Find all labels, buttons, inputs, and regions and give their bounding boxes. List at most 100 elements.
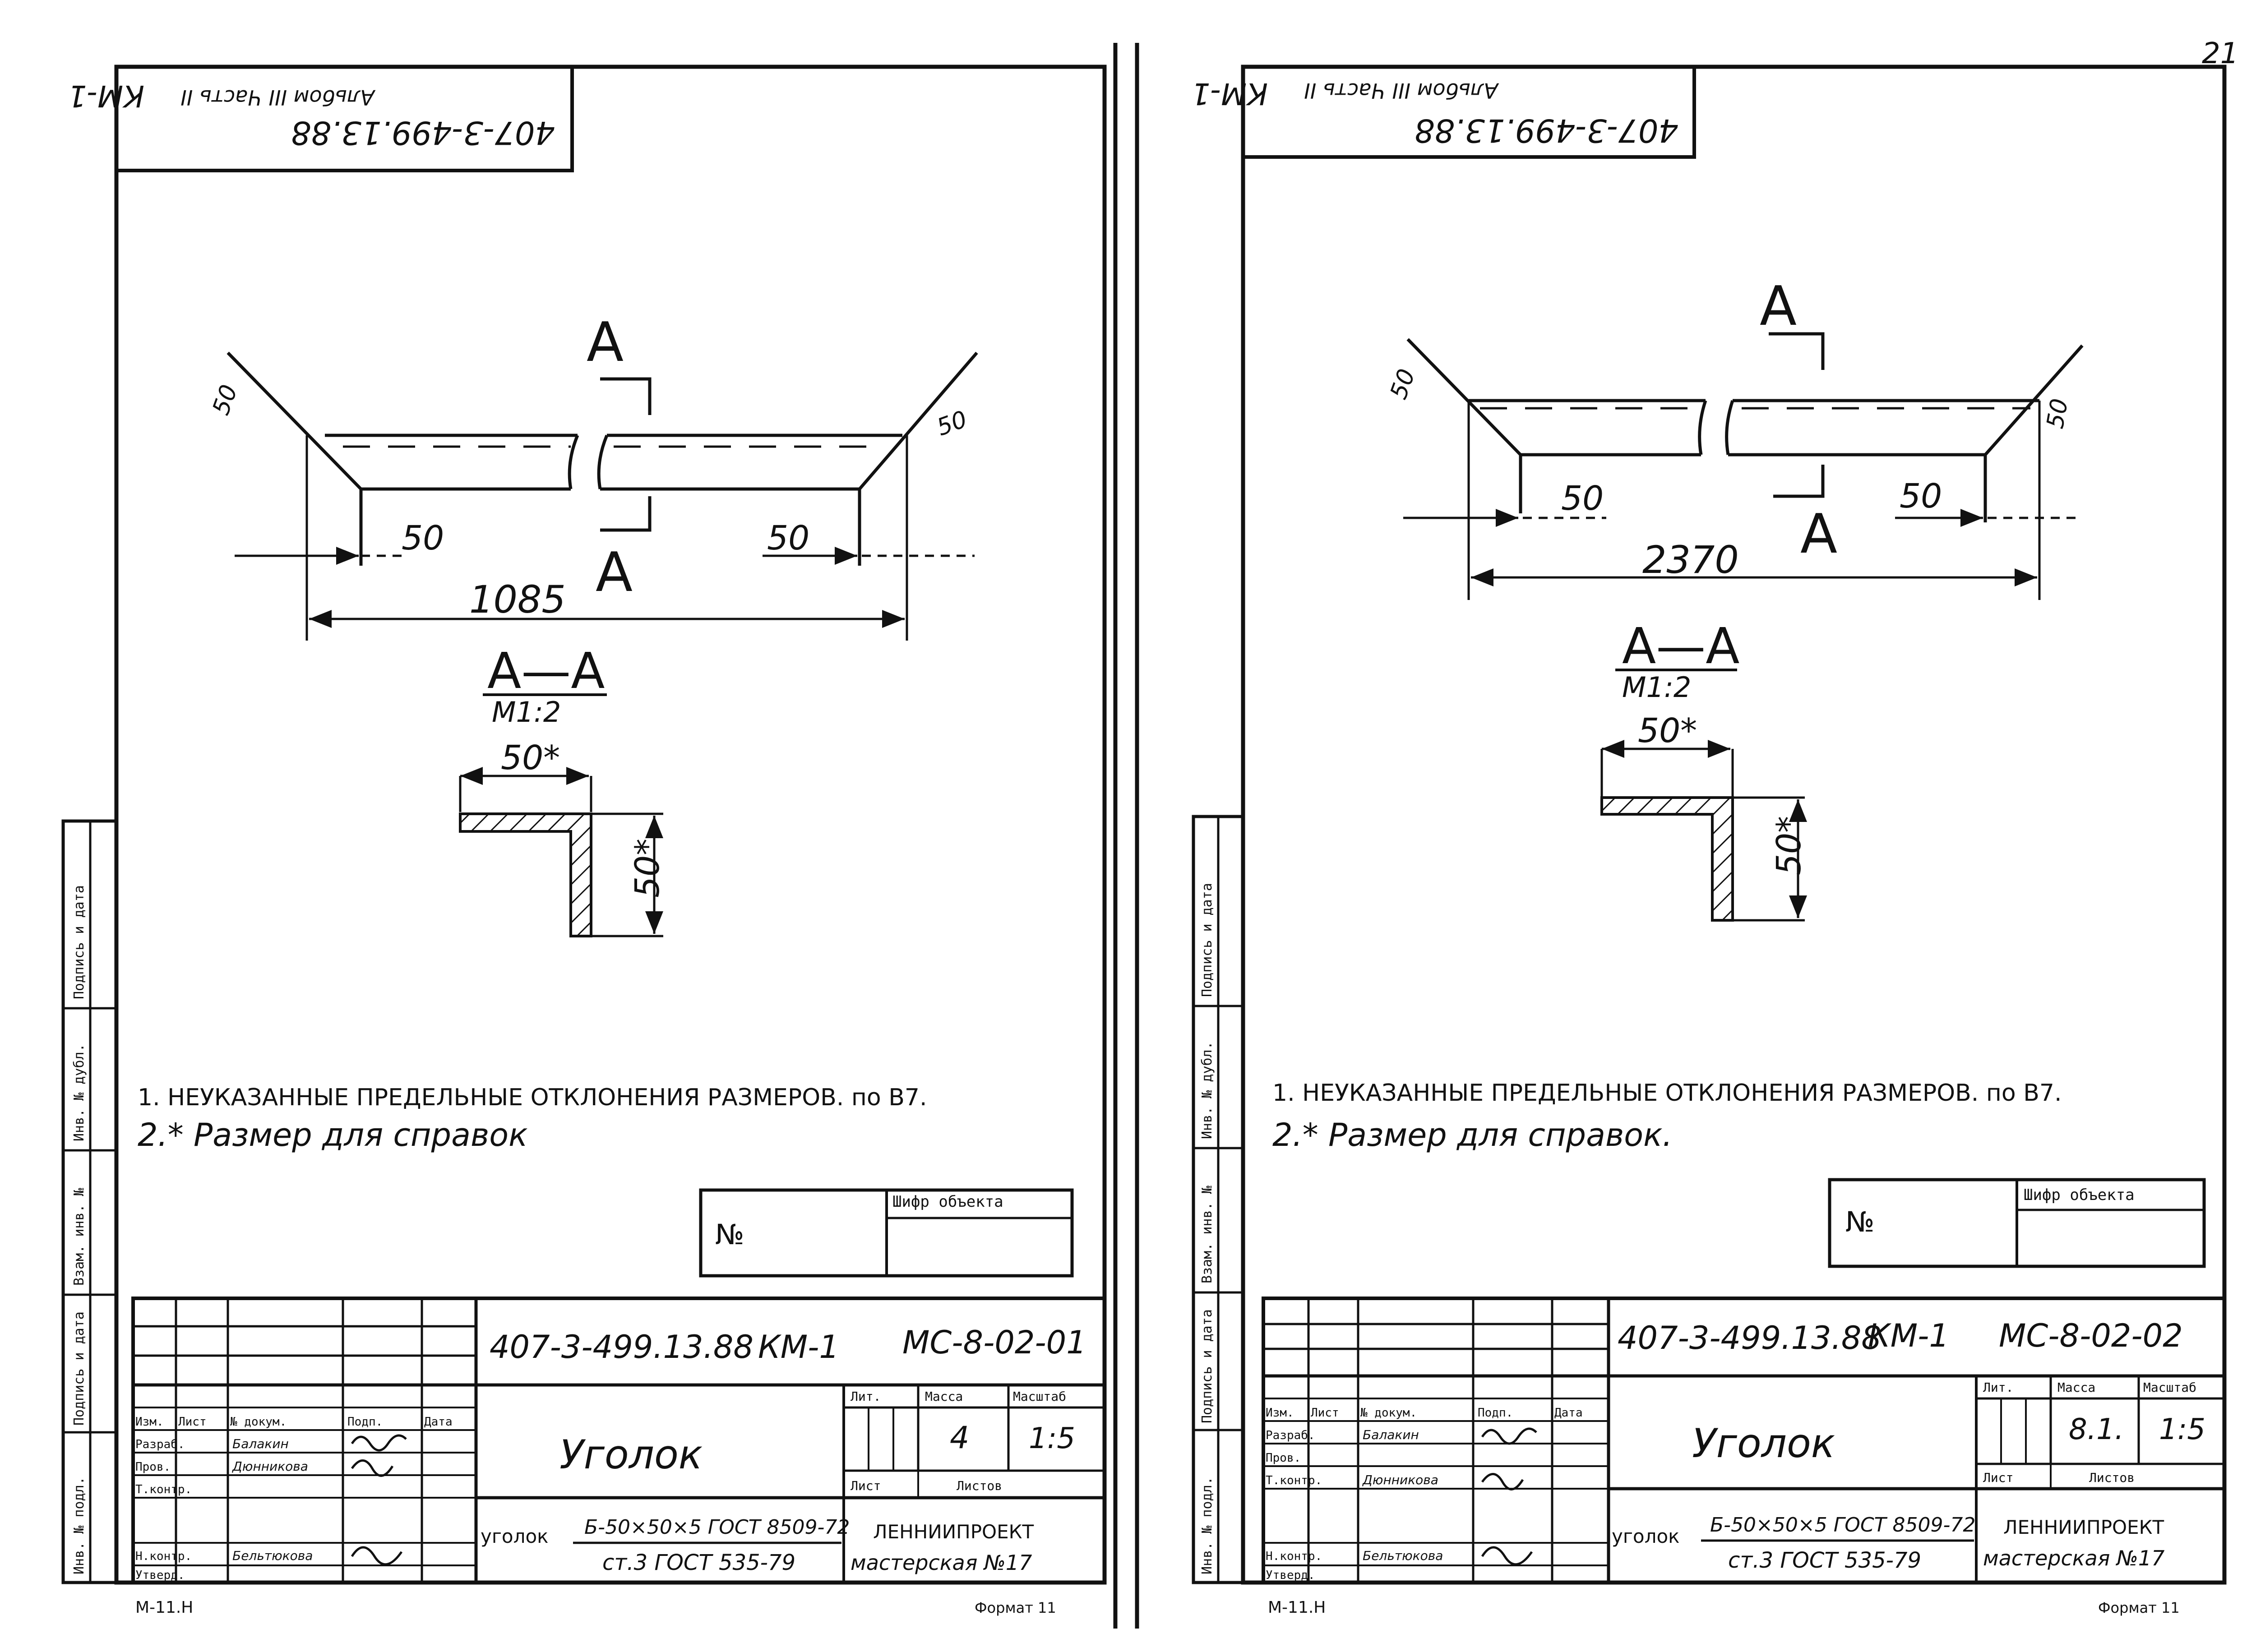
tb-material-label: уголок (1612, 1525, 1680, 1547)
stamp-code: 407-3-499.13.88 (291, 114, 555, 151)
side-label-1: Инв. № подл. (1199, 1477, 1215, 1574)
sheet-1: 407-3-499.13.88 Альбом III Часть II КМ-1 (61, 65, 1107, 1617)
sheet-2-top-stamp: 407-3-499.13.88 Альбом III Часть II КМ-1 (1191, 65, 1696, 159)
tb-role-tkontr: Т.контр. (135, 1483, 192, 1496)
tb-name-1: Балакин (232, 1436, 289, 1451)
tb-role-izm: Изм. (135, 1415, 164, 1429)
tb-col-sign: Подп. (347, 1415, 383, 1429)
cut-label-top: А (1760, 275, 1797, 338)
tb-role-razrab: Разраб. (135, 1438, 185, 1451)
tb-scale: 1:5 (2159, 1413, 2205, 1446)
side-label-2: Подпись и дата (71, 1311, 87, 1426)
tb-role-izm: Изм. (1266, 1406, 1294, 1420)
tb-col-doc: № докум. (230, 1415, 287, 1429)
dim-right: 50 (1900, 477, 1942, 516)
tb-mass: 4 (950, 1420, 969, 1456)
tb-col-date: Дата (424, 1415, 453, 1429)
dim-total: 1085 (469, 577, 566, 622)
tb-scale-label: Масштаб (1013, 1389, 1066, 1404)
tb-sheet-code: МС-8-02-01 (902, 1324, 1086, 1361)
tb-name-4: Бельтюкова (232, 1548, 313, 1563)
footer-left: М-11.Н (1268, 1598, 1326, 1617)
note-1: 1. НЕУКАЗАННЫЕ ПРЕДЕЛЬНЫЕ ОТКЛОНЕНИЯ РАЗ… (1272, 1080, 2062, 1107)
tb-name-2: Дюнникова (231, 1459, 308, 1474)
sheet-2-object-box: № Шифр объекта (1828, 1178, 2206, 1268)
tb-role-nkontr: Н.контр. (1266, 1550, 1322, 1563)
object-no-label: № (1845, 1205, 1874, 1238)
tb-role-prov: Пров. (1266, 1451, 1301, 1465)
stamp-album: Альбом III Часть II (180, 85, 376, 110)
note-2: 2.* Размер для справок (138, 1117, 527, 1154)
footer-left: М-11.Н (135, 1598, 193, 1617)
dim-left: 50 (402, 519, 444, 558)
tb-sheets-label: Листов (2089, 1470, 2135, 1485)
tb-material-top: Б-50×50×5 ГОСТ 8509-72 (1710, 1514, 1975, 1537)
tb-sheets-label: Листов (957, 1478, 1002, 1493)
signature-1 (351, 1434, 407, 1452)
sheet-1-side-strip: Инв. № подл. Подпись и дата Взам. инв. №… (61, 819, 118, 1584)
tb-material-label: уголок (481, 1525, 549, 1547)
footer-right: Формат 11 (2098, 1599, 2180, 1616)
side-label-1: Инв. № подл. (71, 1477, 87, 1574)
tb-name-2: Дюнникова (1362, 1472, 1438, 1487)
tb-role-nkontr: Н.контр. (135, 1550, 192, 1563)
tb-code: 407-3-499.13.88 (1618, 1320, 1882, 1357)
sheet-1-angle-view (227, 351, 978, 641)
tb-role-utv: Утверд. (135, 1569, 185, 1582)
side-label-4: Инв. № дубл. (71, 1043, 87, 1141)
side-label-2: Подпись и дата (1199, 1309, 1215, 1423)
tb-mark: КМ-1 (1868, 1317, 1949, 1354)
tb-mark: КМ-1 (758, 1329, 839, 1366)
tb-material-bottom: ст.3 ГОСТ 535-79 (602, 1550, 795, 1575)
tb-sheet-label: Лист (1983, 1470, 2013, 1485)
cut-label-bottom: А (596, 541, 633, 604)
tb-workshop: мастерская №17 (851, 1550, 1032, 1575)
side-label-3: Взам. инв. № (1199, 1186, 1215, 1283)
tb-col-date: Дата (1554, 1406, 1583, 1420)
tb-mass-label: Масса (925, 1389, 963, 1404)
note-2: 2.* Размер для справок. (1272, 1117, 1673, 1154)
section-title: А—А (1622, 617, 1740, 675)
section-scale: М1:2 (1622, 671, 1691, 704)
section-title: А—А (487, 642, 605, 700)
tb-mass-label: Масса (2057, 1380, 2095, 1395)
angle-right: 50 (2042, 397, 2074, 431)
tb-mass: 8.1. (2069, 1413, 2124, 1446)
stamp-mark: КМ-1 (1191, 76, 1268, 111)
tb-role-razrab: Разраб. (1266, 1429, 1315, 1442)
sheet-2-title-block: 407-3-499.13.88 КМ-1 МС-8-02-02 Уголок Л… (1262, 1297, 2226, 1584)
note-1: 1. НЕУКАЗАННЫЕ ПРЕДЕЛЬНЫЕ ОТКЛОНЕНИЯ РАЗ… (138, 1084, 927, 1111)
section-scale: М1:2 (492, 696, 561, 729)
tb-org: ЛЕННИИПРОЕКТ (873, 1521, 1034, 1543)
section-dim-v: 50* (628, 839, 667, 898)
section-dim-h: 50* (501, 738, 560, 777)
sheet-2: 407-3-499.13.88 Альбом III Часть II КМ-1 (1191, 65, 2227, 1617)
tb-sheet-label: Лист (851, 1478, 881, 1493)
section-dim-h: 50* (1638, 711, 1697, 750)
signature-3 (351, 1546, 403, 1566)
signature-2 (1481, 1473, 1524, 1490)
sheet-1-section: А—А М1:2 50* 50* (459, 642, 667, 937)
side-label-5: Подпись и дата (71, 885, 87, 999)
tb-code: 407-3-499.13.88 (490, 1329, 754, 1366)
object-no-label: № (715, 1218, 744, 1251)
dim-right: 50 (767, 519, 809, 558)
tb-sheet-code: МС-8-02-02 (1999, 1317, 2183, 1354)
tb-material-top: Б-50×50×5 ГОСТ 8509-72 (584, 1516, 850, 1539)
tb-workshop: мастерская №17 (1983, 1546, 2164, 1570)
sheet-2-angle-view (1403, 332, 2084, 600)
dim-total: 2370 (1642, 538, 1739, 582)
tb-role-list: Лист (178, 1415, 207, 1429)
signature-1 (1481, 1427, 1537, 1445)
stamp-mark: КМ-1 (68, 78, 144, 113)
tb-role-tkontr: Т.контр. (1266, 1474, 1322, 1487)
cut-label-bottom: А (1800, 503, 1837, 566)
tb-org: ЛЕННИИПРОЕКТ (2003, 1516, 2164, 1538)
dim-left: 50 (1561, 479, 1604, 518)
side-label-3: Взам. инв. № (71, 1188, 87, 1286)
sheet-2-side-strip: Инв. № подл. Подпись и дата Взам. инв. №… (1192, 815, 1245, 1584)
angle-left: 50 (1385, 365, 1421, 403)
tb-col-sign: Подп. (1478, 1406, 1513, 1420)
side-label-4: Инв. № дубл. (1199, 1041, 1215, 1139)
